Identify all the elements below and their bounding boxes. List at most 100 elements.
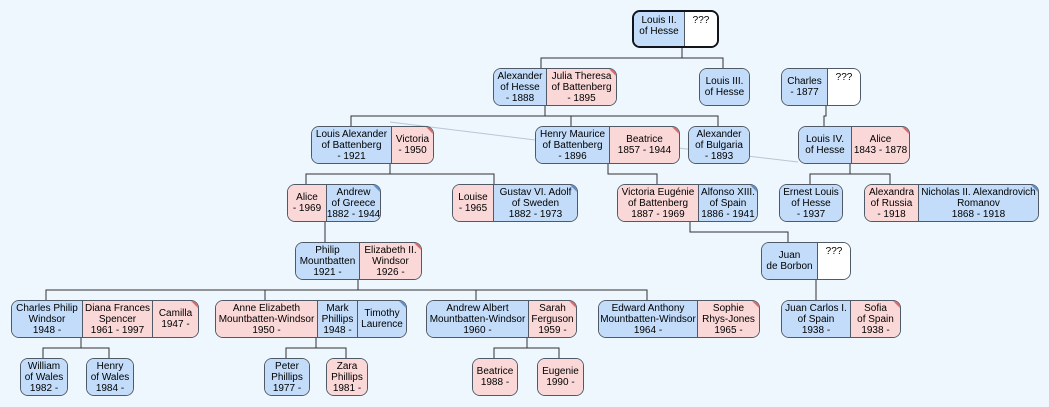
person-louis-alexander[interactable]: Louis Alexander of Battenberg- 1921 [312, 127, 391, 163]
person-name: Elizabeth II. Windsor [364, 244, 417, 267]
expand-corner-icon[interactable] [569, 301, 576, 308]
person-dates: 1981 - [332, 382, 362, 394]
person-[interactable]: ??? [817, 243, 850, 279]
family-box-ernest[interactable]: Ernest Louis of Hesse- 1937 [779, 184, 843, 222]
person-henry-maurice[interactable]: Henry Maurice of Battenberg- 1896 [536, 127, 609, 163]
parent-child-line [316, 347, 347, 358]
expand-corner-icon[interactable] [893, 301, 900, 308]
expand-corner-icon[interactable] [570, 185, 577, 192]
parent-child-line [850, 173, 891, 184]
person-name: Juan Carlos I. of Spain [785, 302, 847, 325]
person-[interactable]: ??? [827, 69, 860, 105]
person-alexander[interactable]: Alexander of Hesse- 1888 [494, 69, 546, 105]
expand-corner-icon[interactable] [1031, 185, 1038, 192]
person-louis-iii[interactable]: Louis III. of Hesse [700, 69, 749, 105]
expand-corner-icon[interactable] [672, 127, 679, 134]
parent-child-line [527, 347, 560, 358]
person-timothy[interactable]: Timothy Laurence [357, 301, 406, 337]
person-louise[interactable]: Louise- 1965 [453, 185, 493, 221]
expand-corner-icon[interactable] [750, 185, 757, 192]
family-box-louis3[interactable]: Louis III. of Hesse [699, 68, 750, 106]
expand-corner-icon[interactable] [191, 301, 198, 308]
person-alexandra[interactable]: Alexandra of Russia- 1918 [865, 185, 918, 221]
family-box-alexbulg[interactable]: Alexander of Bulgaria- 1893 [688, 126, 750, 164]
family-box-louis2[interactable]: Louis II. of Hesse??? [632, 10, 719, 48]
person-dates: 1948 - [32, 324, 62, 336]
person-alexander[interactable]: Alexander of Bulgaria- 1893 [689, 127, 749, 163]
family-box-charles[interactable]: Charles- 1877??? [781, 68, 861, 106]
person-charles[interactable]: Charles- 1877 [782, 69, 827, 105]
person-name: Mark Phillips [321, 302, 354, 325]
expand-corner-icon[interactable] [414, 243, 421, 250]
person-name: Alexander of Bulgaria [695, 128, 743, 151]
expand-corner-icon[interactable] [902, 127, 909, 134]
expand-corner-icon[interactable] [399, 301, 406, 308]
person-[interactable]: ??? [684, 12, 717, 46]
person-name: Timothy Laurence [361, 308, 403, 330]
person-ernest-louis[interactable]: Ernest Louis of Hesse- 1937 [780, 185, 842, 221]
expand-corner-icon[interactable] [373, 185, 380, 192]
family-box-juan[interactable]: Juan de Borbon??? [761, 242, 851, 280]
person-name: Victoria Eugénie of Battenberg [621, 186, 695, 209]
person-juan[interactable]: Juan de Borbon [762, 243, 817, 279]
parent-child-line [42, 338, 82, 358]
expand-corner-icon[interactable] [609, 69, 616, 76]
person-louis-ii[interactable]: Louis II. of Hesse [634, 12, 684, 46]
person-julia-theresa[interactable]: Julia Theresa of Battenberg- 1895 [546, 69, 616, 105]
person-louis-iv[interactable]: Louis IV. of Hesse [799, 127, 851, 163]
parent-child-line [545, 115, 572, 126]
expand-corner-icon[interactable] [752, 301, 759, 308]
person-dates: 1947 - [161, 319, 190, 330]
person-alice[interactable]: Alice- 1969 [288, 185, 326, 221]
person-dates: 1988 - [480, 377, 510, 388]
expand-corner-icon[interactable] [426, 127, 433, 134]
person-victoria[interactable]: Victoria- 1950 [391, 127, 433, 163]
